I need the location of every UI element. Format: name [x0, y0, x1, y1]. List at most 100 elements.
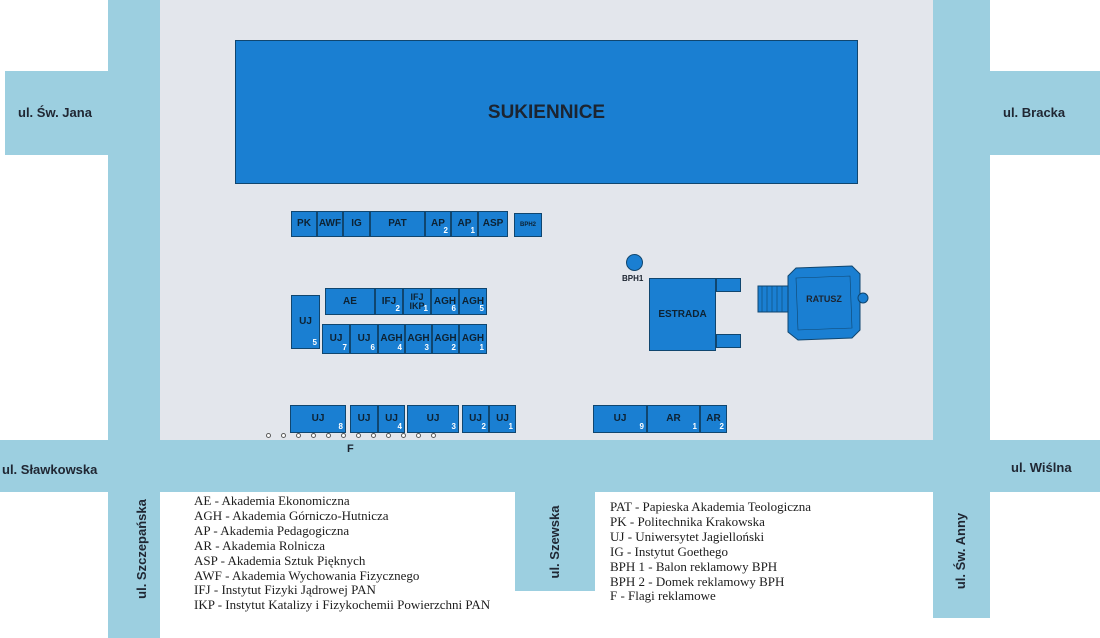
legend-entry: AWF - Akademia Wychowania Fizycznego	[194, 567, 420, 583]
flag-dot	[311, 433, 316, 438]
stall-uj[interactable]: UJ	[350, 405, 378, 433]
stall-label: AGH	[434, 333, 457, 344]
bph1-label: BPH1	[622, 274, 644, 283]
stall-ae[interactable]: AE	[325, 288, 375, 315]
ratusz-tower[interactable]: RATUSZ	[756, 264, 871, 348]
ratusz-label: RATUSZ	[806, 294, 842, 304]
legend-right: PAT - Papieska Akademia Teologiczna PK -…	[610, 499, 812, 604]
street-bracka-block	[933, 71, 1100, 155]
legend-entry: AGH - Akademia Górniczo-Hutnicza	[194, 507, 389, 523]
stall-label: AR	[666, 413, 681, 424]
stall-number: 2	[719, 422, 724, 431]
stall-ig[interactable]: IG	[343, 211, 370, 237]
flags-row	[266, 433, 436, 441]
legend-entry: IKP - Instytut Katalizy i Fizykochemii P…	[194, 597, 491, 613]
stall-label: AGH	[461, 333, 485, 344]
stall-label: UJ	[385, 413, 398, 424]
stall-number: 3	[424, 343, 429, 352]
stall-awf[interactable]: AWF	[317, 211, 343, 237]
stall-number: 6	[451, 304, 456, 313]
legend-left: AE - Akademia Ekonomiczna AGH - Akademia…	[194, 493, 491, 613]
flag-dot	[401, 433, 406, 438]
stall-label: UJ	[426, 413, 440, 424]
estrada-wing-bottom	[716, 334, 741, 348]
flag-dot	[341, 433, 346, 438]
street-label-szewska: ul. Szewska	[547, 505, 562, 579]
legend-entry: PK - Politechnika Krakowska	[610, 513, 765, 529]
stall-number: 4	[397, 422, 402, 431]
stall-number: 1	[508, 422, 513, 431]
stall-pk[interactable]: PK	[291, 211, 317, 237]
estrada-stage[interactable]: ESTRADA	[649, 278, 716, 351]
street-szczepanska-block	[108, 440, 160, 638]
stall-label: UJ	[469, 413, 482, 424]
street-label-wislna: ul. Wiślna	[1011, 460, 1072, 475]
stall-number: 1	[470, 226, 475, 235]
stall-bph2[interactable]: BPH2	[514, 213, 542, 237]
legend-entry: BPH 2 - Domek reklamowy BPH	[610, 573, 785, 589]
stall-pat[interactable]: PAT	[370, 211, 425, 237]
stall-number: 1	[479, 343, 484, 352]
stall-label: IG	[351, 218, 362, 229]
legend-entry: AE - Akademia Ekonomiczna	[194, 493, 350, 508]
stall-number: 2	[481, 422, 486, 431]
flag-dot	[431, 433, 436, 438]
flags-label: F	[347, 443, 354, 455]
stall-label: IFJ IKP	[409, 291, 425, 311]
stall-label: AGH	[461, 295, 485, 307]
stall-uj-5[interactable]: UJ 5	[291, 295, 320, 349]
legend-entry: IFJ - Instytut Fizyki Jądrowej PAN	[194, 582, 376, 598]
stall-label: UJ	[357, 333, 371, 344]
stall-label: UJ	[299, 316, 312, 327]
street-szewska-block	[515, 440, 595, 591]
legend-entry: F - Flagi reklamowe	[610, 588, 716, 604]
street-sw-anny-block	[933, 440, 990, 618]
street-band-top-right	[933, 0, 990, 440]
stall-label: AP	[431, 218, 445, 229]
street-label-sw-jana: ul. Św. Jana	[18, 105, 92, 120]
stall-number: 4	[397, 343, 402, 352]
street-label-sw-anny: ul. Św. Anny	[953, 512, 968, 590]
stall-label: AP	[457, 218, 472, 229]
stall-label: PK	[297, 218, 311, 229]
stall-number: 2	[451, 343, 456, 352]
stall-number: 5	[312, 338, 317, 347]
legend-entry: PAT - Papieska Akademia Teologiczna	[610, 499, 812, 514]
street-sw-jana-block	[5, 71, 160, 155]
stall-label: AGH	[433, 295, 457, 307]
legend-entry: BPH 1 - Balon reklamowy BPH	[610, 558, 778, 574]
stall-ar-1[interactable]: AR 1	[647, 405, 700, 433]
stall-number: 6	[370, 343, 375, 352]
flag-dot	[356, 433, 361, 438]
legend-entry: UJ - Uniwersytet Jagielloński	[610, 528, 765, 544]
stall-label: AGH	[407, 333, 430, 344]
stall-number: 1	[423, 304, 428, 313]
ratusz-main-body	[787, 265, 861, 341]
street-label-slawkowska: ul. Sławkowska	[2, 462, 98, 477]
stall-label: AR	[706, 413, 721, 424]
stall-number: 1	[692, 422, 697, 431]
stall-number: 2	[395, 304, 400, 313]
stall-asp[interactable]: ASP	[478, 211, 508, 237]
bph1-balloon[interactable]	[626, 254, 643, 271]
stall-label: AGH	[380, 333, 403, 344]
